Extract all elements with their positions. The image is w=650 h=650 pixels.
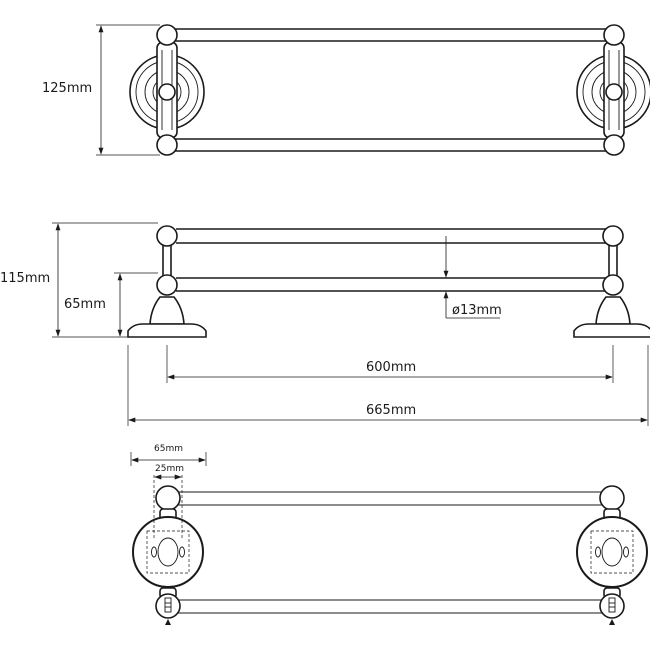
top-view-right-rosette <box>576 24 650 156</box>
top-view: 125mm <box>42 24 650 156</box>
dimension-bar-spacing: 600mm <box>166 345 614 383</box>
dimension-side-lower-height: 65mm <box>64 272 158 337</box>
label-top-height: 125mm <box>42 81 92 96</box>
label-bar-spacing: 600mm <box>366 360 416 375</box>
side-view-left-bracket <box>127 225 207 338</box>
side-view: 115mm 65mm ø13mm 600mm 665mm <box>0 222 650 426</box>
dimension-screw-spacing: 25mm <box>154 464 184 480</box>
dimension-top-height: 125mm <box>42 24 160 156</box>
front-view-bar-upper <box>178 491 608 506</box>
top-view-bar-upper <box>172 28 610 42</box>
dimension-side-total-height: 115mm <box>0 222 158 338</box>
label-tube-diameter: ø13mm <box>452 303 502 318</box>
side-view-right-bracket <box>573 225 650 338</box>
label-base-width: 65mm <box>154 444 183 454</box>
label-overall-length: 665mm <box>366 403 416 418</box>
top-view-bar-lower <box>172 138 610 152</box>
front-view-right-bracket <box>576 485 648 625</box>
dimension-overall-length: 665mm <box>127 345 649 426</box>
dimension-tube-diameter: ø13mm <box>443 236 502 319</box>
label-side-total-height: 115mm <box>0 271 50 286</box>
label-side-lower-height: 65mm <box>64 297 106 312</box>
front-view-bar-lower <box>178 599 608 614</box>
side-view-bar-upper <box>176 228 606 244</box>
top-view-left-rosette <box>129 24 205 156</box>
front-view: 65mm 25mm <box>130 444 648 625</box>
front-view-left-bracket <box>132 475 204 625</box>
label-screw-spacing: 25mm <box>155 464 184 474</box>
dimension-base-width: 65mm <box>130 444 207 466</box>
side-view-bar-lower <box>176 277 606 292</box>
